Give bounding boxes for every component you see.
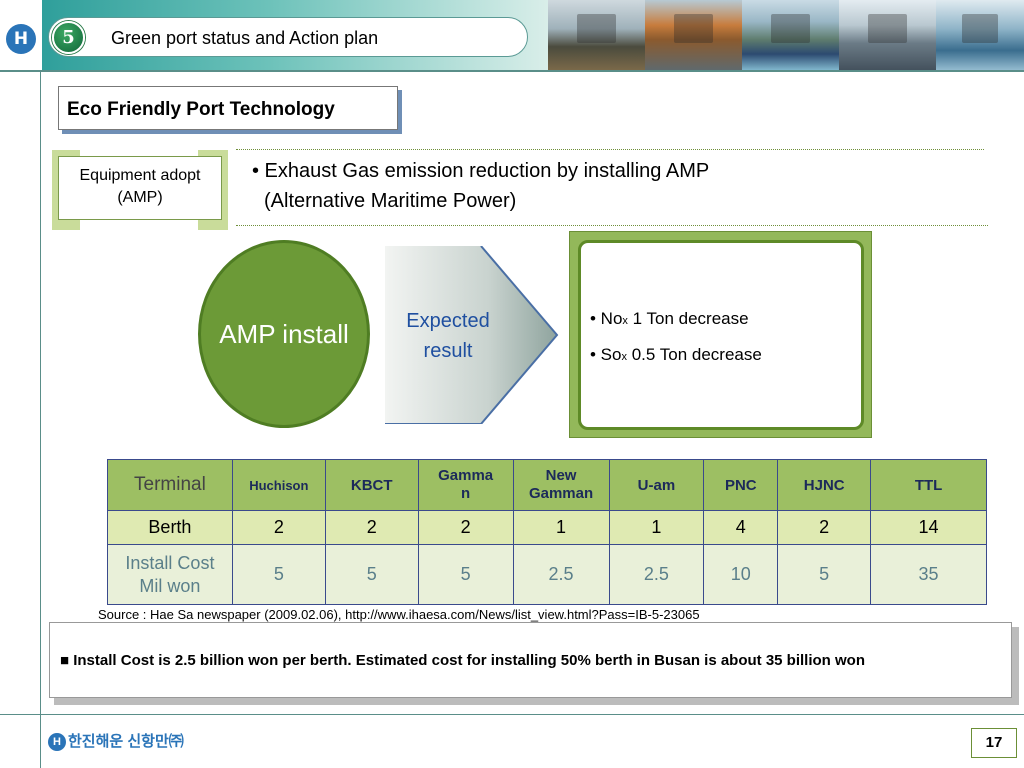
table-cell: 5 (417, 544, 514, 605)
exhaust-line1: • Exhaust Gas emission reduction by inst… (252, 160, 710, 182)
table-cell: 5 (777, 544, 872, 605)
port-photo-container-ship (742, 0, 839, 72)
install-cost-unit: Mil won (139, 575, 201, 596)
header-divider (0, 70, 1024, 72)
table-column-header: Huchison (231, 459, 326, 511)
hanjin-logo-icon: H (6, 24, 36, 54)
slide-subtitle: Eco Friendly Port Technology (67, 99, 335, 120)
equipment-label-line2: (AMP) (117, 189, 163, 206)
company-logo: H (0, 0, 42, 72)
table-cell: 2 (231, 510, 326, 545)
section-title: Green port status and Action plan (111, 28, 379, 48)
table-cell: 5 (231, 544, 326, 605)
port-photo-bridge (839, 0, 936, 72)
table-cell: 35 (870, 544, 987, 605)
page-number: 17 (971, 728, 1017, 758)
table-cell: 2.5 (608, 544, 705, 605)
dotted-divider-bottom (236, 225, 988, 226)
table-column-header: HJNC (777, 459, 872, 511)
source-citation: Source : Hae Sa newspaper (2009.02.06), … (98, 607, 700, 622)
table-column-header: PNC (703, 459, 779, 511)
port-photo-crane (548, 0, 645, 72)
footer-company-name: 한진해운 신항만㈜ (68, 733, 184, 750)
table-column-header: TTL (870, 459, 987, 511)
table-header-row: Terminal Huchison KBCT Gamma n New Gamma… (107, 459, 987, 511)
left-margin-rule (40, 72, 41, 768)
footer-divider (0, 714, 1024, 715)
port-photo-ship-sea (936, 0, 1024, 72)
expected-result-label: Expected result (392, 306, 504, 366)
exhaust-line2: (Alternative Maritime Power) (264, 190, 517, 212)
table-row: Berth 2 2 2 1 1 4 2 14 (107, 510, 987, 545)
result-panel (578, 240, 864, 430)
section-number: 5 (52, 21, 85, 54)
dotted-divider-top (236, 149, 984, 150)
result-sox: • Sox 0.5 Ton decrease (590, 345, 762, 364)
table-cell: 5 (324, 544, 419, 605)
exhaust-description: • Exhaust Gas emission reduction by inst… (252, 156, 709, 216)
section-pill: 5 Green port status and Action plan (48, 17, 528, 57)
table-cell: 1 (512, 510, 610, 545)
header-bar: H 5 Green port status and Action plan (0, 0, 1024, 72)
subtitle-box: Eco Friendly Port Technology (58, 86, 398, 130)
table-cell: 14 (870, 510, 987, 545)
table-cell: 1 (608, 510, 705, 545)
table-column-header: Gamma n (417, 459, 514, 511)
expected-result-arrow (385, 246, 559, 424)
table-header-label: Terminal (107, 459, 233, 511)
note-text: ■ Install Cost is 2.5 billion won per be… (60, 652, 866, 669)
table-row: Install Cost Mil won 5 5 5 2.5 2.5 10 5 … (107, 544, 987, 605)
table-row-label: Berth (107, 510, 233, 545)
equipment-label-box: Equipment adopt (AMP) (58, 156, 222, 220)
table-cell: 4 (703, 510, 779, 545)
table-cell: 2 (324, 510, 419, 545)
result-nox: • Nox 1 Ton decrease (590, 309, 749, 328)
table-cell: 10 (703, 544, 779, 605)
table-column-header: KBCT (324, 459, 419, 511)
expected-result-line1: Expected (406, 310, 490, 332)
note-box: ■ Install Cost is 2.5 billion won per be… (49, 622, 1012, 698)
table-cell: 2 (777, 510, 872, 545)
port-photo-gantry (645, 0, 742, 72)
table-cell: 2 (417, 510, 514, 545)
hanjin-mini-logo-icon: H (48, 733, 66, 752)
amp-install-circle: AMP install (198, 240, 370, 428)
equipment-label-line1: Equipment adopt (79, 167, 201, 184)
table-column-header: U-am (608, 459, 705, 511)
table-cell: 2.5 (512, 544, 610, 605)
install-cost-label: Install Cost (125, 552, 215, 573)
terminal-cost-table: Terminal Huchison KBCT Gamma n New Gamma… (107, 459, 987, 605)
table-column-header: New Gamman (512, 459, 610, 511)
expected-result-line2: result (423, 340, 473, 362)
table-row-label: Install Cost Mil won (107, 544, 233, 605)
